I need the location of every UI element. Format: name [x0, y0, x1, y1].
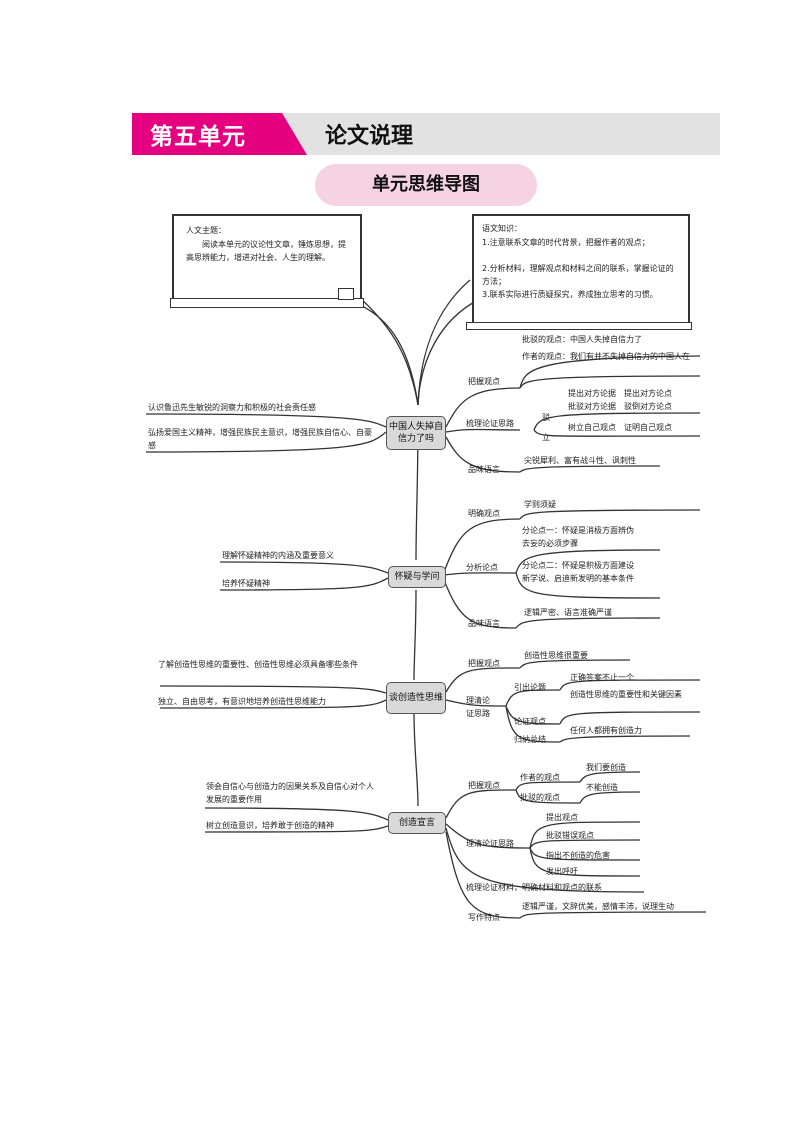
right-board-title: 语文知识： [482, 224, 522, 233]
node-doubt: 怀疑与学问 [388, 566, 446, 588]
right-board-line-1: 1.注意联系文章的时代背景，把握作者的观点； [482, 238, 650, 247]
b4-writing-a: 逻辑严谨，文辞优美，感情丰沛，说理生动 [522, 902, 674, 911]
b4-writing: 写作特点 [468, 913, 500, 922]
b3-summary-a: 任何人都拥有创造力 [570, 726, 642, 735]
node-creation-manifesto: 创造宣言 [388, 812, 446, 834]
b3-grasp: 把握观点 [468, 659, 500, 668]
b3-grasp-a: 创造性思维很重要 [524, 651, 588, 660]
left-board-inner: 人文主题： 阅读本单元的议论性文章，锤炼思想，提高思辨能力，增进对社会、人生的理… [178, 220, 352, 294]
b2-analyze: 分析论点 [466, 563, 498, 572]
b1-logic-a: 提出对方论据 提出对方论点 [568, 389, 672, 398]
b3-summary: 归纳总结 [514, 735, 546, 744]
b2-left-1: 理解怀疑精神的内涵及重要意义 [222, 551, 334, 560]
left-board-body: 阅读本单元的议论性文章，锤炼思想，提高思辨能力，增进对社会、人生的理解。 [186, 240, 346, 262]
b4-author: 作者的观点 [520, 773, 560, 782]
subtitle-pill [315, 164, 537, 206]
b4-left-1: 领会自信心与创造力的因果关系及自信心对个人发展的重要作用 [206, 782, 374, 804]
right-board-inner: 语文知识： 1.注意联系文章的时代背景，把握作者的观点； 2.分析材料，理解观点… [478, 220, 680, 316]
b1-logic-c: 树立自己观点 证明自己观点 [568, 423, 672, 432]
b2-analyze-a: 分论点一：怀疑是消极方面辨伪去妄的必须步骤 [522, 526, 634, 548]
b3-prove-a: 创造性思维的重要性和关键因素 [570, 690, 682, 699]
b4-logic-b: 批驳错误观点 [546, 831, 594, 840]
node-confidence: 中国人失掉自信力了吗 [386, 416, 446, 450]
b2-clarify-a: 学则须疑 [524, 500, 556, 509]
b2-language: 品味语言 [468, 619, 500, 628]
left-board-ledge [170, 298, 364, 308]
b1-grasp-refute: 批驳的观点：中国人失掉自信力了 [522, 335, 642, 344]
right-board-line-3: 3.联系实际进行质疑探究，养成独立思考的习惯。 [482, 290, 658, 299]
left-board-title: 人文主题： [186, 226, 226, 235]
b1-logic-bo: 驳 [542, 413, 550, 422]
b2-clarify: 明确观点 [468, 509, 500, 518]
unit-badge [132, 113, 307, 155]
right-board-ledge [466, 322, 692, 330]
left-board-eraser [338, 288, 354, 300]
b4-left-2: 树立创造意识，培养敢于创造的精神 [206, 821, 334, 830]
b3-intro: 引出论题 [514, 683, 546, 692]
b2-language-a: 逻辑严密、语言准确严谨 [524, 608, 612, 617]
b1-left-2: 弘扬爱国主义精神，增强民族民主意识，增强民族自信心、自豪感 [148, 428, 372, 450]
b3-left-2: 独立、自由思考，有意识地培养创造性思维能力 [158, 697, 326, 706]
b4-author-a: 我们要创造 [586, 763, 626, 772]
b1-language-a: 尖锐犀利、富有战斗性、讽刺性 [524, 456, 636, 465]
unit-label: 第五单元 [150, 124, 246, 150]
b1-left-1: 认识鲁迅先生敏锐的洞察力和积极的社会责任感 [148, 403, 316, 412]
b1-logic-li: 立 [542, 433, 550, 442]
b1-grasp-author: 作者的观点：我们有并不失掉自信力的中国人在 [522, 352, 690, 361]
b4-logic-c: 指出不创造的危害 [546, 851, 610, 860]
b3-intro-a: 正确答案不止一个 [570, 673, 634, 682]
b1-grasp: 把握观点 [468, 377, 500, 386]
b4-logic-a: 提出观点 [546, 813, 578, 822]
unit-title: 论文说理 [325, 124, 414, 149]
b2-left-2: 培养怀疑精神 [222, 579, 270, 588]
b2-analyze-b: 分论点二：怀疑是积极方面建设新学说、启迪新发明的基本条件 [522, 561, 634, 583]
b4-logic: 理清论证思路 [466, 839, 514, 848]
b3-prove: 论证观点 [514, 717, 546, 726]
b4-refute: 批驳的观点 [520, 793, 560, 802]
node-creative-thinking: 谈创造性思维 [386, 682, 446, 714]
b3-left-1: 了解创造性思维的重要性、创造性思维必须具备哪些条件 [158, 660, 358, 669]
b3-logic: 理清论证思路 [466, 696, 490, 718]
b4-grasp: 把握观点 [468, 781, 500, 790]
b1-logic: 梳理论证思路 [466, 419, 514, 428]
b4-material: 梳理论证材料，明确材料和观点的联系 [466, 883, 602, 892]
b4-logic-d: 发出呼吁 [546, 867, 578, 876]
b4-refute-a: 不能创造 [586, 783, 618, 792]
b1-language: 品味语言 [468, 465, 500, 474]
right-board-line-2: 2.分析材料，理解观点和材料之间的联系，掌握论证的方法； [482, 264, 674, 286]
b1-logic-b: 批驳对方论据 驳倒对方论点 [568, 402, 672, 411]
subtitle: 单元思维导图 [372, 174, 480, 195]
